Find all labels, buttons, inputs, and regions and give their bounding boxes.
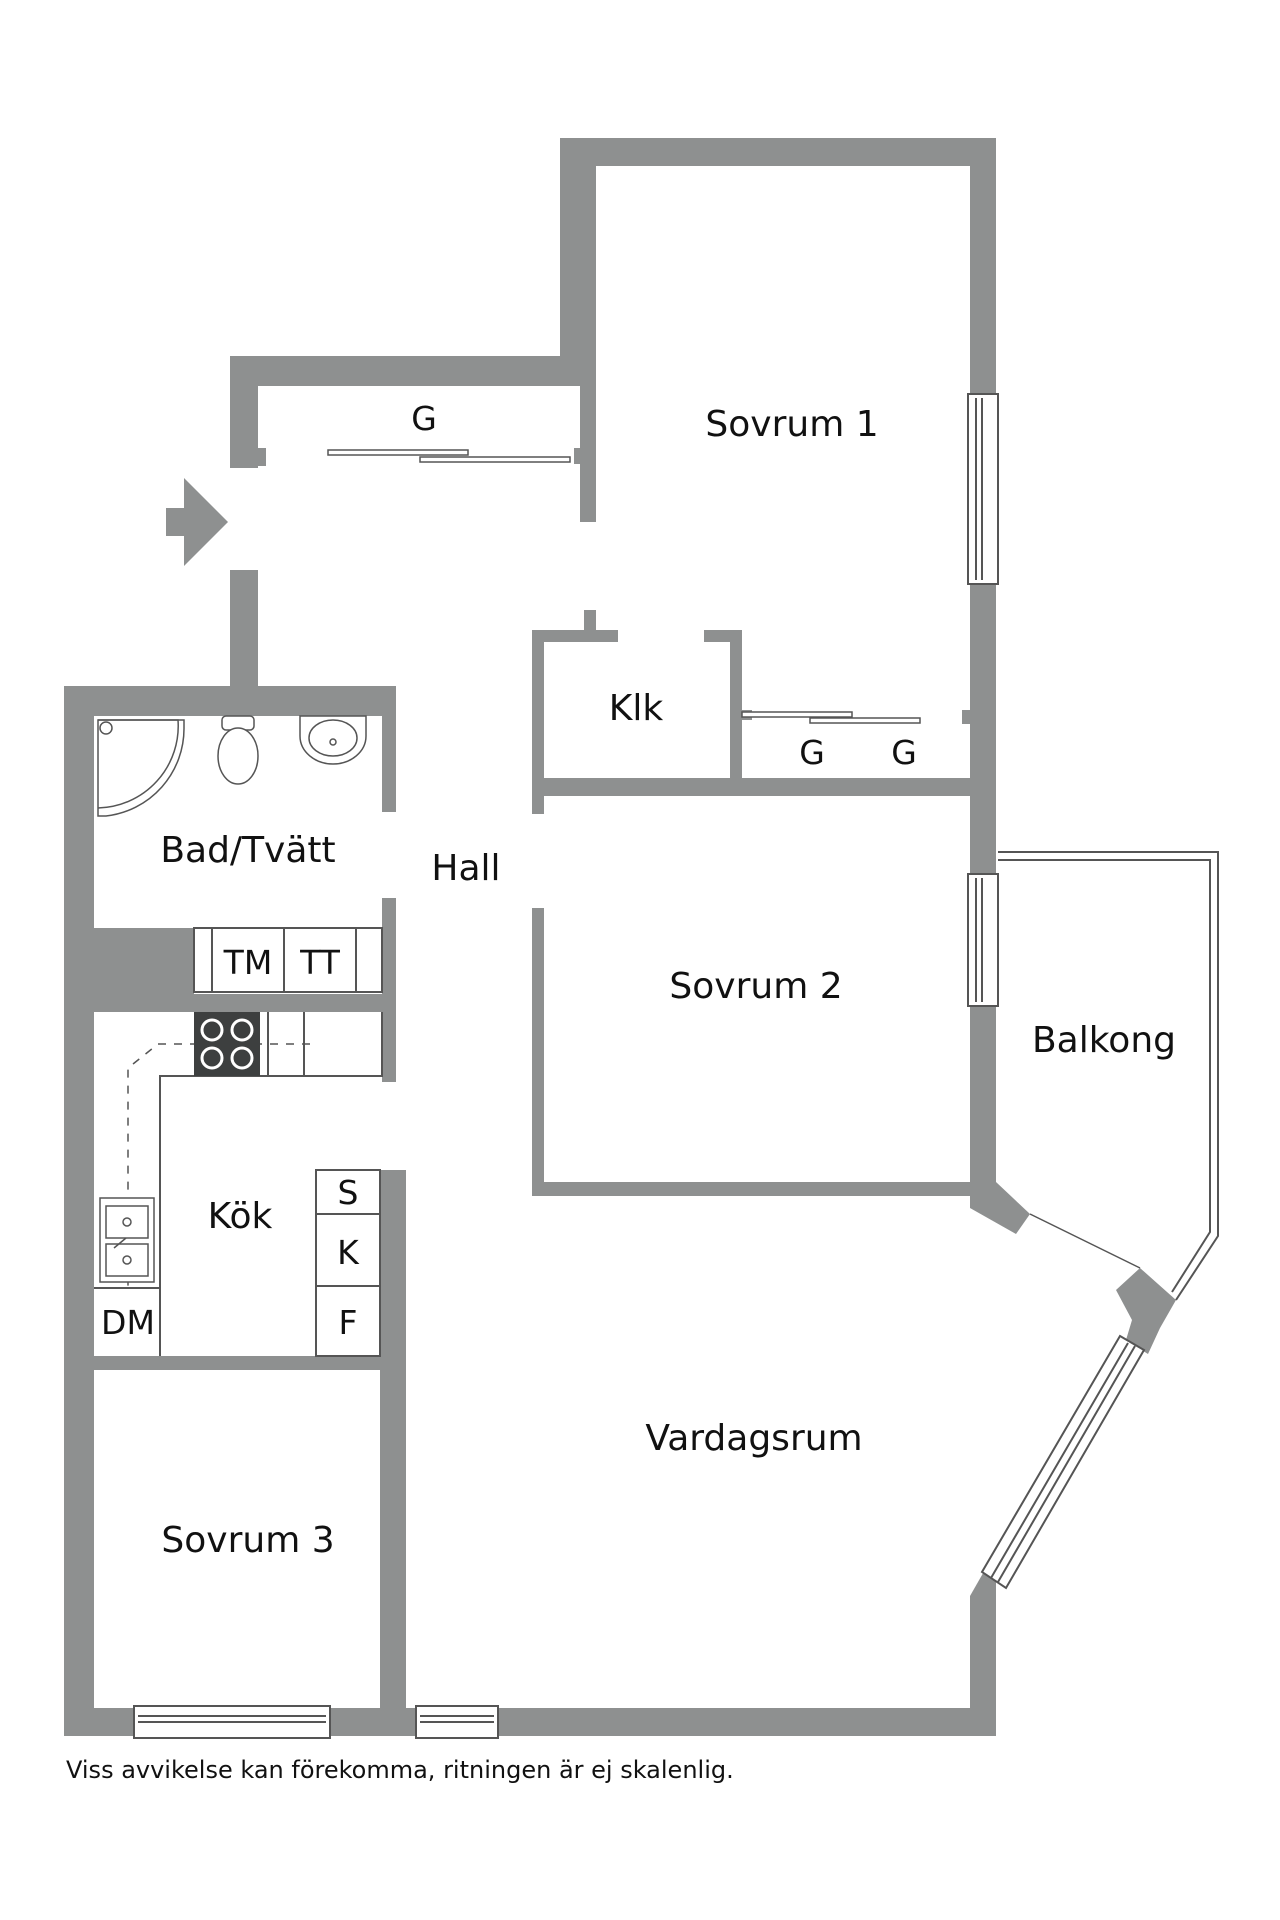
appliance-label-dm: DM <box>101 1303 155 1342</box>
wall <box>970 1596 996 1736</box>
wardrobe-doors <box>327 449 921 724</box>
wall <box>380 1170 406 1708</box>
appliance-label-k: K <box>337 1233 360 1272</box>
kitchen-sink-icon <box>99 1197 155 1283</box>
wall <box>580 386 596 522</box>
wall <box>970 138 996 394</box>
closet-label-hall: G <box>411 399 437 438</box>
closet-label-right: G <box>891 733 917 772</box>
room-labels: Sovrum 1 Hall Klk Bad/Tvätt Sovrum 2 Bal… <box>160 404 1176 1561</box>
wall <box>970 584 996 874</box>
wall <box>970 1182 1030 1234</box>
wall <box>532 908 544 1196</box>
room-label-vardagsrum: Vardagsrum <box>645 1418 862 1459</box>
room-label-klk: Klk <box>609 688 664 729</box>
entrance-arrow-icon <box>166 478 228 566</box>
wall <box>382 686 396 812</box>
wall <box>532 1182 996 1196</box>
appliance-label-f: F <box>339 1303 358 1342</box>
disclaimer-text: Viss avvikelse kan förekomma, ritningen … <box>66 1756 734 1784</box>
closet-label-left: G <box>799 733 825 772</box>
appliance-label-tm: TM <box>223 943 273 982</box>
room-label-kok: Kök <box>208 1196 273 1237</box>
room-label-balkong: Balkong <box>1032 1020 1176 1061</box>
toilet-icon <box>217 715 259 785</box>
stove-icon <box>194 1012 260 1076</box>
wall <box>560 138 996 166</box>
walls <box>64 138 1176 1736</box>
wall <box>730 630 742 780</box>
wall <box>258 448 266 466</box>
wall <box>230 570 258 688</box>
wall <box>1116 1268 1176 1354</box>
wall <box>584 610 596 632</box>
wall <box>382 898 396 1082</box>
wall <box>532 630 544 814</box>
wall <box>230 356 596 386</box>
kitchen-counters <box>94 1012 383 1357</box>
closet-labels: G G G <box>411 399 917 772</box>
wall <box>532 630 618 642</box>
wall <box>962 710 972 724</box>
room-label-sovrum-3: Sovrum 3 <box>161 1520 334 1561</box>
appliance-label-tt: TT <box>299 943 341 982</box>
room-label-sovrum-1: Sovrum 1 <box>705 404 878 445</box>
shower-icon <box>97 719 185 817</box>
appliance-labels: TM TT S K F DM <box>101 943 360 1342</box>
wall <box>970 1006 996 1194</box>
wall <box>560 138 596 386</box>
sink-icon <box>299 715 367 765</box>
wall <box>544 778 996 796</box>
room-label-sovrum-2: Sovrum 2 <box>669 966 842 1007</box>
wall <box>64 686 94 1736</box>
wall <box>64 686 396 716</box>
bathroom-fixtures <box>97 715 367 817</box>
windows <box>133 393 1146 1739</box>
laundry-appliances <box>193 927 383 993</box>
wall <box>94 994 396 1012</box>
wall <box>230 356 258 468</box>
room-label-bad-tvatt: Bad/Tvätt <box>160 830 335 871</box>
balcony <box>998 851 1219 1301</box>
wall <box>94 1356 380 1370</box>
room-label-hall: Hall <box>431 848 500 889</box>
appliance-label-s: S <box>338 1173 359 1212</box>
wall <box>574 448 582 464</box>
